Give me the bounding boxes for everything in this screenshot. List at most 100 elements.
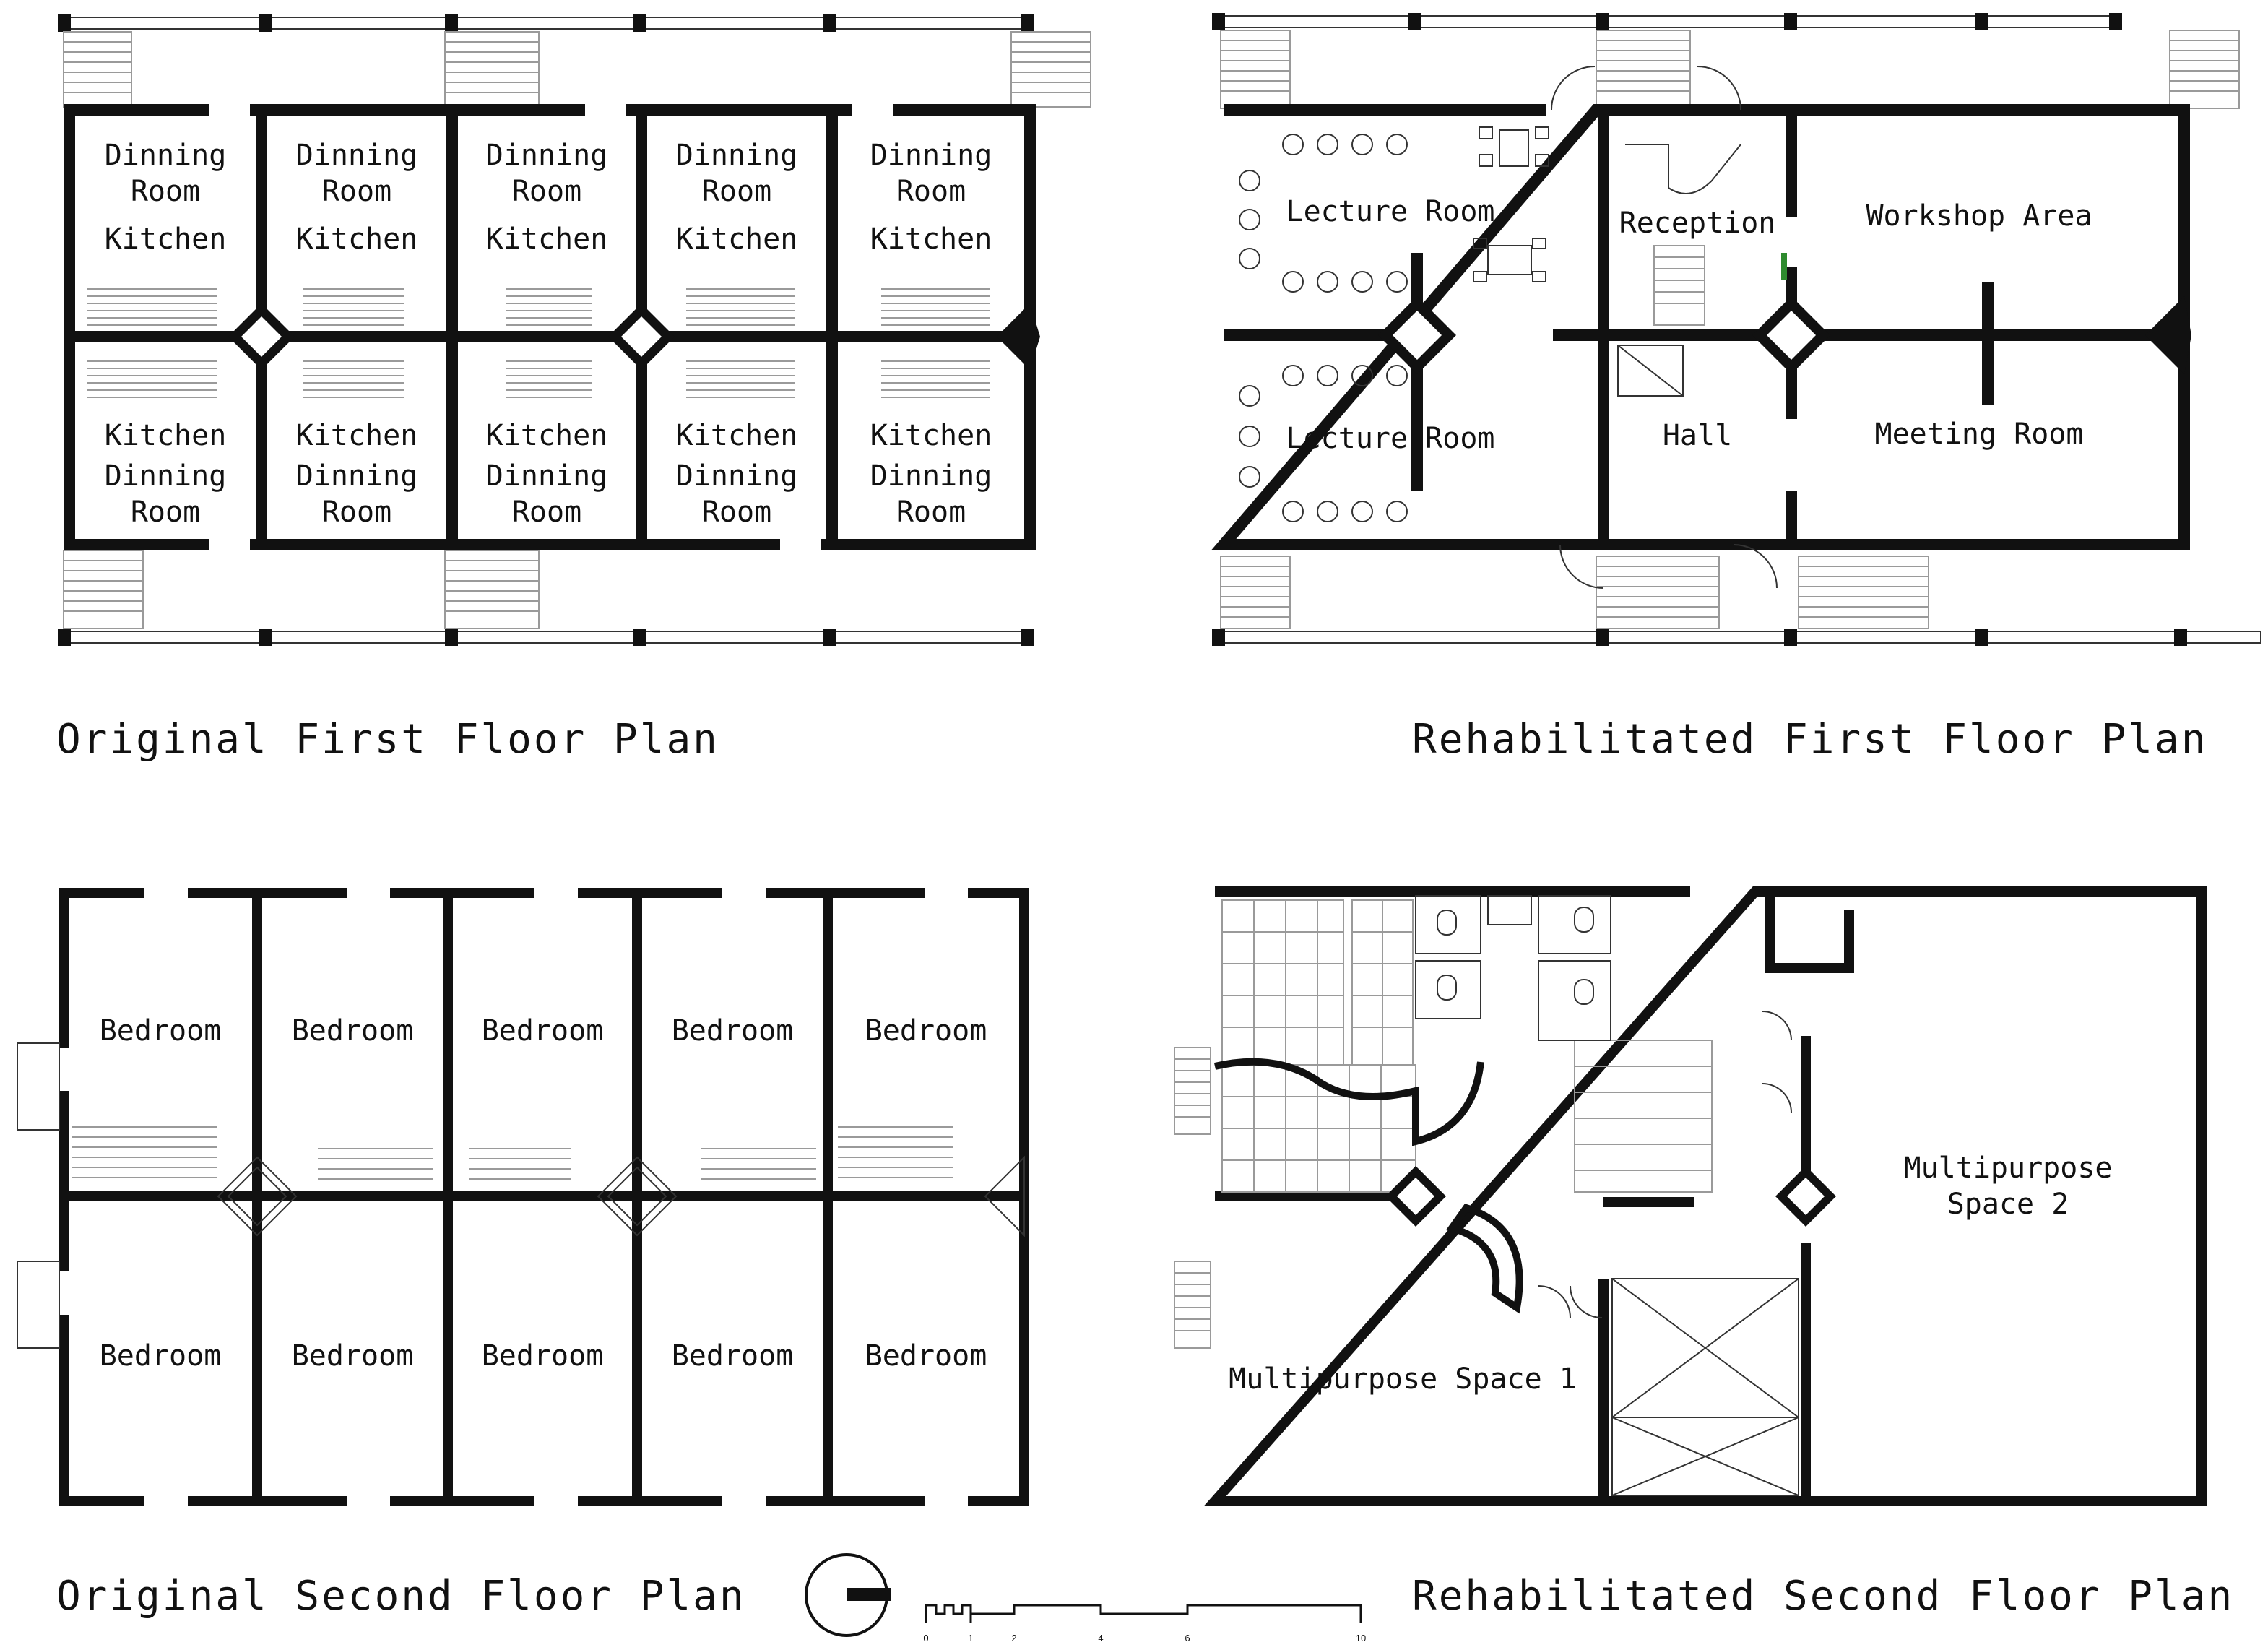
rehab-first-room-labels: Lecture Room Lecture Room Reception Work… xyxy=(1286,195,2092,455)
label-bedroom: Bedroom xyxy=(482,1014,604,1048)
original-first-floor-plan: DinningRoomKitchenKitchenDinningRoomDinn… xyxy=(56,14,1091,763)
north-arrow-icon xyxy=(805,1553,891,1637)
exterior-stairs xyxy=(1220,30,2240,629)
label-dinning: Dinning xyxy=(676,139,798,172)
chair-icon xyxy=(1282,134,1304,155)
exterior-stairs xyxy=(1174,1047,1211,1349)
porch-bottom xyxy=(60,631,1034,644)
title-rehabilitated-first: Rehabilitated First Floor Plan xyxy=(1412,716,2207,763)
chair-icon xyxy=(1386,134,1408,155)
original-first-room-labels: DinningRoomKitchenKitchenDinningRoomDinn… xyxy=(105,139,992,529)
label-reception: Reception xyxy=(1619,207,1776,240)
chair-icon xyxy=(1386,501,1408,522)
title-original-first: Original First Floor Plan xyxy=(56,716,719,763)
scale-tick-label: 2 xyxy=(1011,1633,1016,1643)
column-diamond-inner xyxy=(1393,311,1816,360)
window-openings xyxy=(58,887,968,1507)
label-workshop-area: Workshop Area xyxy=(1866,199,2092,233)
label-kitchen: Kitchen xyxy=(870,419,992,452)
accent-mark xyxy=(1781,253,1787,280)
void-opening xyxy=(1611,1278,1799,1496)
label-bedroom: Bedroom xyxy=(672,1339,794,1373)
porch-posts xyxy=(1212,13,2187,646)
label-hall: Hall xyxy=(1663,419,1732,452)
label-bedroom: Bedroom xyxy=(672,1014,794,1048)
label-lecture-room-bottom: Lecture Room xyxy=(1286,422,1495,455)
rehabilitated-first-floor-plan: Lecture Room Lecture Room Reception Work… xyxy=(1211,13,2261,763)
scale-tick-label: 4 xyxy=(1098,1633,1103,1643)
original-second-room-labels: BedroomBedroomBedroomBedroomBedroomBedro… xyxy=(100,1014,987,1373)
scale-tick-label: 10 xyxy=(1356,1633,1366,1643)
title-rehabilitated-second: Rehabilitated Second Floor Plan xyxy=(1412,1573,2234,1620)
label-bedroom: Bedroom xyxy=(865,1339,987,1373)
label-lecture-room-top: Lecture Room xyxy=(1286,195,1495,228)
label-kitchen: Kitchen xyxy=(870,223,992,256)
label-room: Room xyxy=(702,496,771,529)
label-bedroom: Bedroom xyxy=(482,1339,604,1373)
label-bedroom: Bedroom xyxy=(292,1014,414,1048)
label-dinning: Dinning xyxy=(486,139,608,172)
label-room: Room xyxy=(131,496,200,529)
chair-icon xyxy=(1239,209,1260,230)
label-dinning: Dinning xyxy=(870,139,992,172)
label-dinning: Dinning xyxy=(486,459,608,493)
door-openings xyxy=(209,103,893,552)
label-bedroom: Bedroom xyxy=(865,1014,987,1048)
label-room: Room xyxy=(896,175,966,208)
porch-top xyxy=(60,17,1034,30)
porch-posts xyxy=(58,14,1034,646)
chair-icon xyxy=(1386,271,1408,293)
chair-icon xyxy=(1351,365,1373,386)
column-diamond-inner xyxy=(1397,1178,1825,1215)
rehab-second-room-labels: Multipurpose Space 1 Multipurpose Space … xyxy=(1229,1152,2112,1396)
chair-icon xyxy=(1317,271,1338,293)
interior-stairs xyxy=(72,1126,953,1180)
label-dinning: Dinning xyxy=(870,459,992,493)
column-outlines xyxy=(217,1155,1025,1238)
label-room: Room xyxy=(512,175,581,208)
chair-icon xyxy=(1282,271,1304,293)
chair-icon xyxy=(1317,501,1338,522)
label-kitchen: Kitchen xyxy=(296,223,418,256)
original-second-floor-plan: BedroomBedroomBedroomBedroomBedroomBedro… xyxy=(17,887,1029,1620)
reception-desk xyxy=(1617,144,1741,397)
chair-icon xyxy=(1239,248,1260,269)
label-room: Room xyxy=(322,496,391,529)
interior-stairs xyxy=(87,288,990,398)
scale-tick-label: 6 xyxy=(1185,1633,1190,1643)
column-diamonds xyxy=(1385,1166,1836,1227)
label-multipurpose-space-1: Multipurpose Space 1 xyxy=(1229,1362,1577,1396)
rehabilitated-second-floor-plan: Multipurpose Space 1 Multipurpose Space … xyxy=(1174,886,2234,1620)
label-dinning: Dinning xyxy=(105,459,227,493)
chair-icon xyxy=(1351,501,1373,522)
porch-bottom xyxy=(1213,631,2261,644)
walls xyxy=(59,888,1029,1506)
title-original-second: Original Second Floor Plan xyxy=(56,1573,746,1620)
label-dinning: Dinning xyxy=(296,459,418,493)
curved-counter xyxy=(1445,1204,1523,1314)
chair-icon xyxy=(1317,134,1338,155)
label-kitchen: Kitchen xyxy=(105,419,227,452)
label-kitchen: Kitchen xyxy=(486,419,608,452)
toilet-blocks xyxy=(1415,895,1611,1041)
chair-icon xyxy=(1317,365,1338,386)
label-dinning: Dinning xyxy=(105,139,227,172)
label-meeting-room: Meeting Room xyxy=(1875,418,2084,451)
label-bedroom: Bedroom xyxy=(100,1339,222,1373)
label-kitchen: Kitchen xyxy=(486,223,608,256)
label-room: Room xyxy=(702,175,771,208)
balconies xyxy=(17,1042,60,1349)
column-diamond-inner xyxy=(241,316,662,357)
label-kitchen: Kitchen xyxy=(676,223,798,256)
scale-tick-label: 0 xyxy=(923,1633,928,1643)
label-bedroom: Bedroom xyxy=(292,1339,414,1373)
walls xyxy=(1211,104,2190,550)
lecture-seating xyxy=(1239,134,1408,522)
tables xyxy=(1473,126,1549,282)
label-kitchen: Kitchen xyxy=(676,419,798,452)
chair-icon xyxy=(1386,365,1408,386)
chair-icon xyxy=(1351,271,1373,293)
chair-icon xyxy=(1239,170,1260,191)
